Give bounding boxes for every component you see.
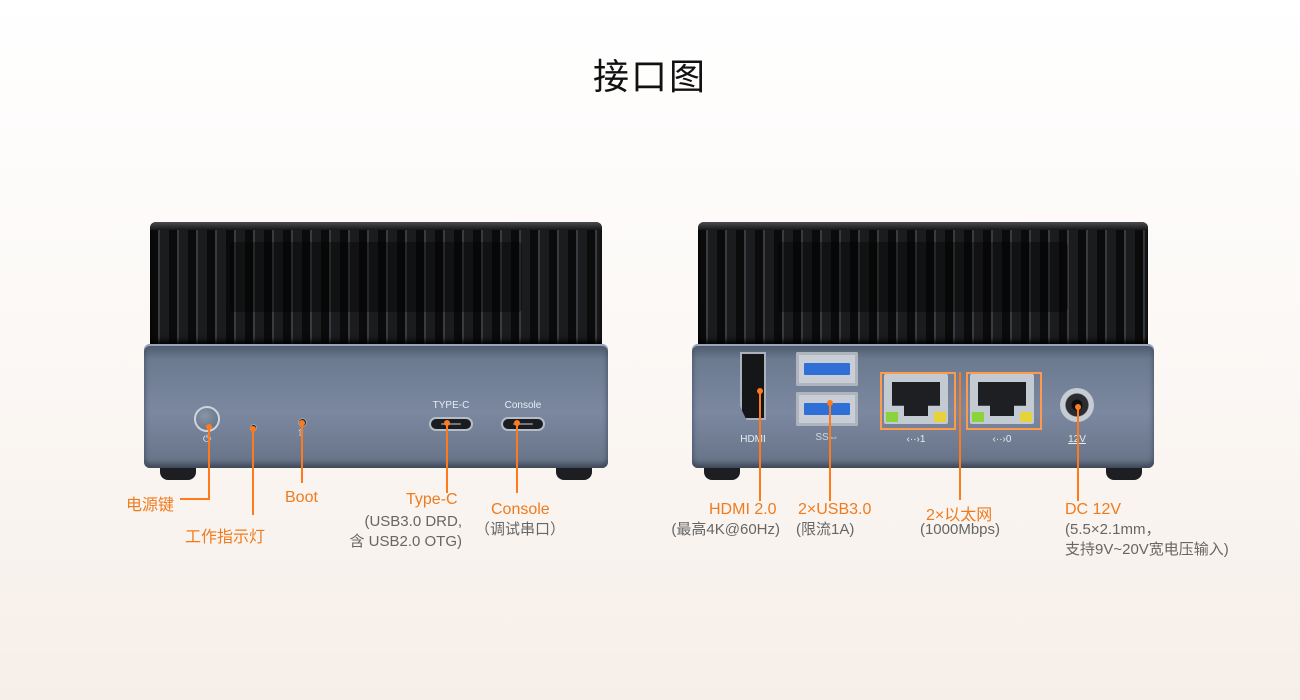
label-usb-detail: (限流1A)	[796, 521, 855, 538]
hdmi-port-label: HDMI	[740, 434, 766, 445]
label-indicator-led: 工作指示灯	[185, 529, 266, 546]
label-usb: 2×USB3.0	[798, 501, 872, 518]
ethernet-highlight-0	[966, 372, 1042, 430]
device-rear-panel: HDMI SS⇔ ‹··›1 ‹··›0 12V	[692, 344, 1154, 468]
ethernet-1-label: ‹··›1	[906, 434, 926, 445]
label-ethernet-detail: (1000Mbps)	[919, 521, 1001, 538]
device-front: ⏻ ⇧ TYPE-C Console	[144, 222, 608, 480]
ethernet-highlight-1	[880, 372, 956, 430]
callout-line-indicator	[252, 429, 254, 515]
usb-port-label: SS⇔	[815, 432, 839, 443]
callout-line-dc	[1077, 407, 1079, 501]
ethernet-port-1[interactable]	[884, 374, 948, 424]
callout-line-hdmi	[759, 391, 761, 501]
label-boot: Boot	[285, 489, 318, 506]
label-dc: DC 12V	[1065, 501, 1122, 518]
label-dc-detail: (5.5×2.1mm， 支持9V~20V宽电压输入)	[1065, 521, 1229, 558]
device-front-panel: ⏻ ⇧ TYPE-C Console	[144, 344, 608, 468]
usb-port-top[interactable]	[796, 352, 858, 386]
callout-line-power	[208, 427, 210, 499]
label-ethernet: 2×以太网	[926, 507, 993, 524]
power-icon: ⏻	[203, 434, 211, 445]
hdmi-port[interactable]	[740, 352, 766, 420]
device-rear: HDMI SS⇔ ‹··›1 ‹··›0 12V	[692, 222, 1154, 480]
callout-line-usb	[829, 403, 831, 501]
callout-line-boot	[301, 423, 303, 483]
dc-port-label: 12V	[1060, 434, 1094, 445]
device-foot	[556, 468, 592, 480]
usb-port-bottom[interactable]	[796, 392, 858, 426]
label-hdmi: HDMI 2.0	[709, 501, 777, 518]
label-console-detail: （调试串口）	[474, 521, 565, 538]
callout-line-typec	[446, 423, 448, 493]
page-title: 接口图	[592, 57, 707, 98]
ethernet-0-label: ‹··›0	[992, 434, 1012, 445]
typec-port[interactable]	[429, 417, 473, 431]
callout-line-console	[516, 423, 518, 493]
heatsink-fins	[698, 222, 1148, 344]
label-console: Console	[491, 501, 550, 518]
ethernet-port-0[interactable]	[970, 374, 1034, 424]
boot-icon: ⇧	[294, 428, 308, 439]
label-typec-detail: (USB3.0 DRD, 含 USB2.0 OTG)	[349, 513, 462, 550]
console-port[interactable]	[501, 417, 545, 431]
device-foot	[1106, 468, 1142, 480]
device-foot	[704, 468, 740, 480]
heatsink-fins	[150, 222, 602, 344]
device-foot	[160, 468, 196, 480]
callout-line-power-h	[180, 498, 210, 500]
label-power-button: 电源键	[126, 497, 175, 514]
console-port-label: Console	[504, 400, 542, 411]
callout-line-ethernet	[959, 372, 961, 500]
label-hdmi-detail: (最高4K@60Hz)	[671, 521, 780, 538]
label-typec: Type-C	[406, 491, 458, 508]
typec-port-label: TYPE-C	[432, 400, 470, 411]
